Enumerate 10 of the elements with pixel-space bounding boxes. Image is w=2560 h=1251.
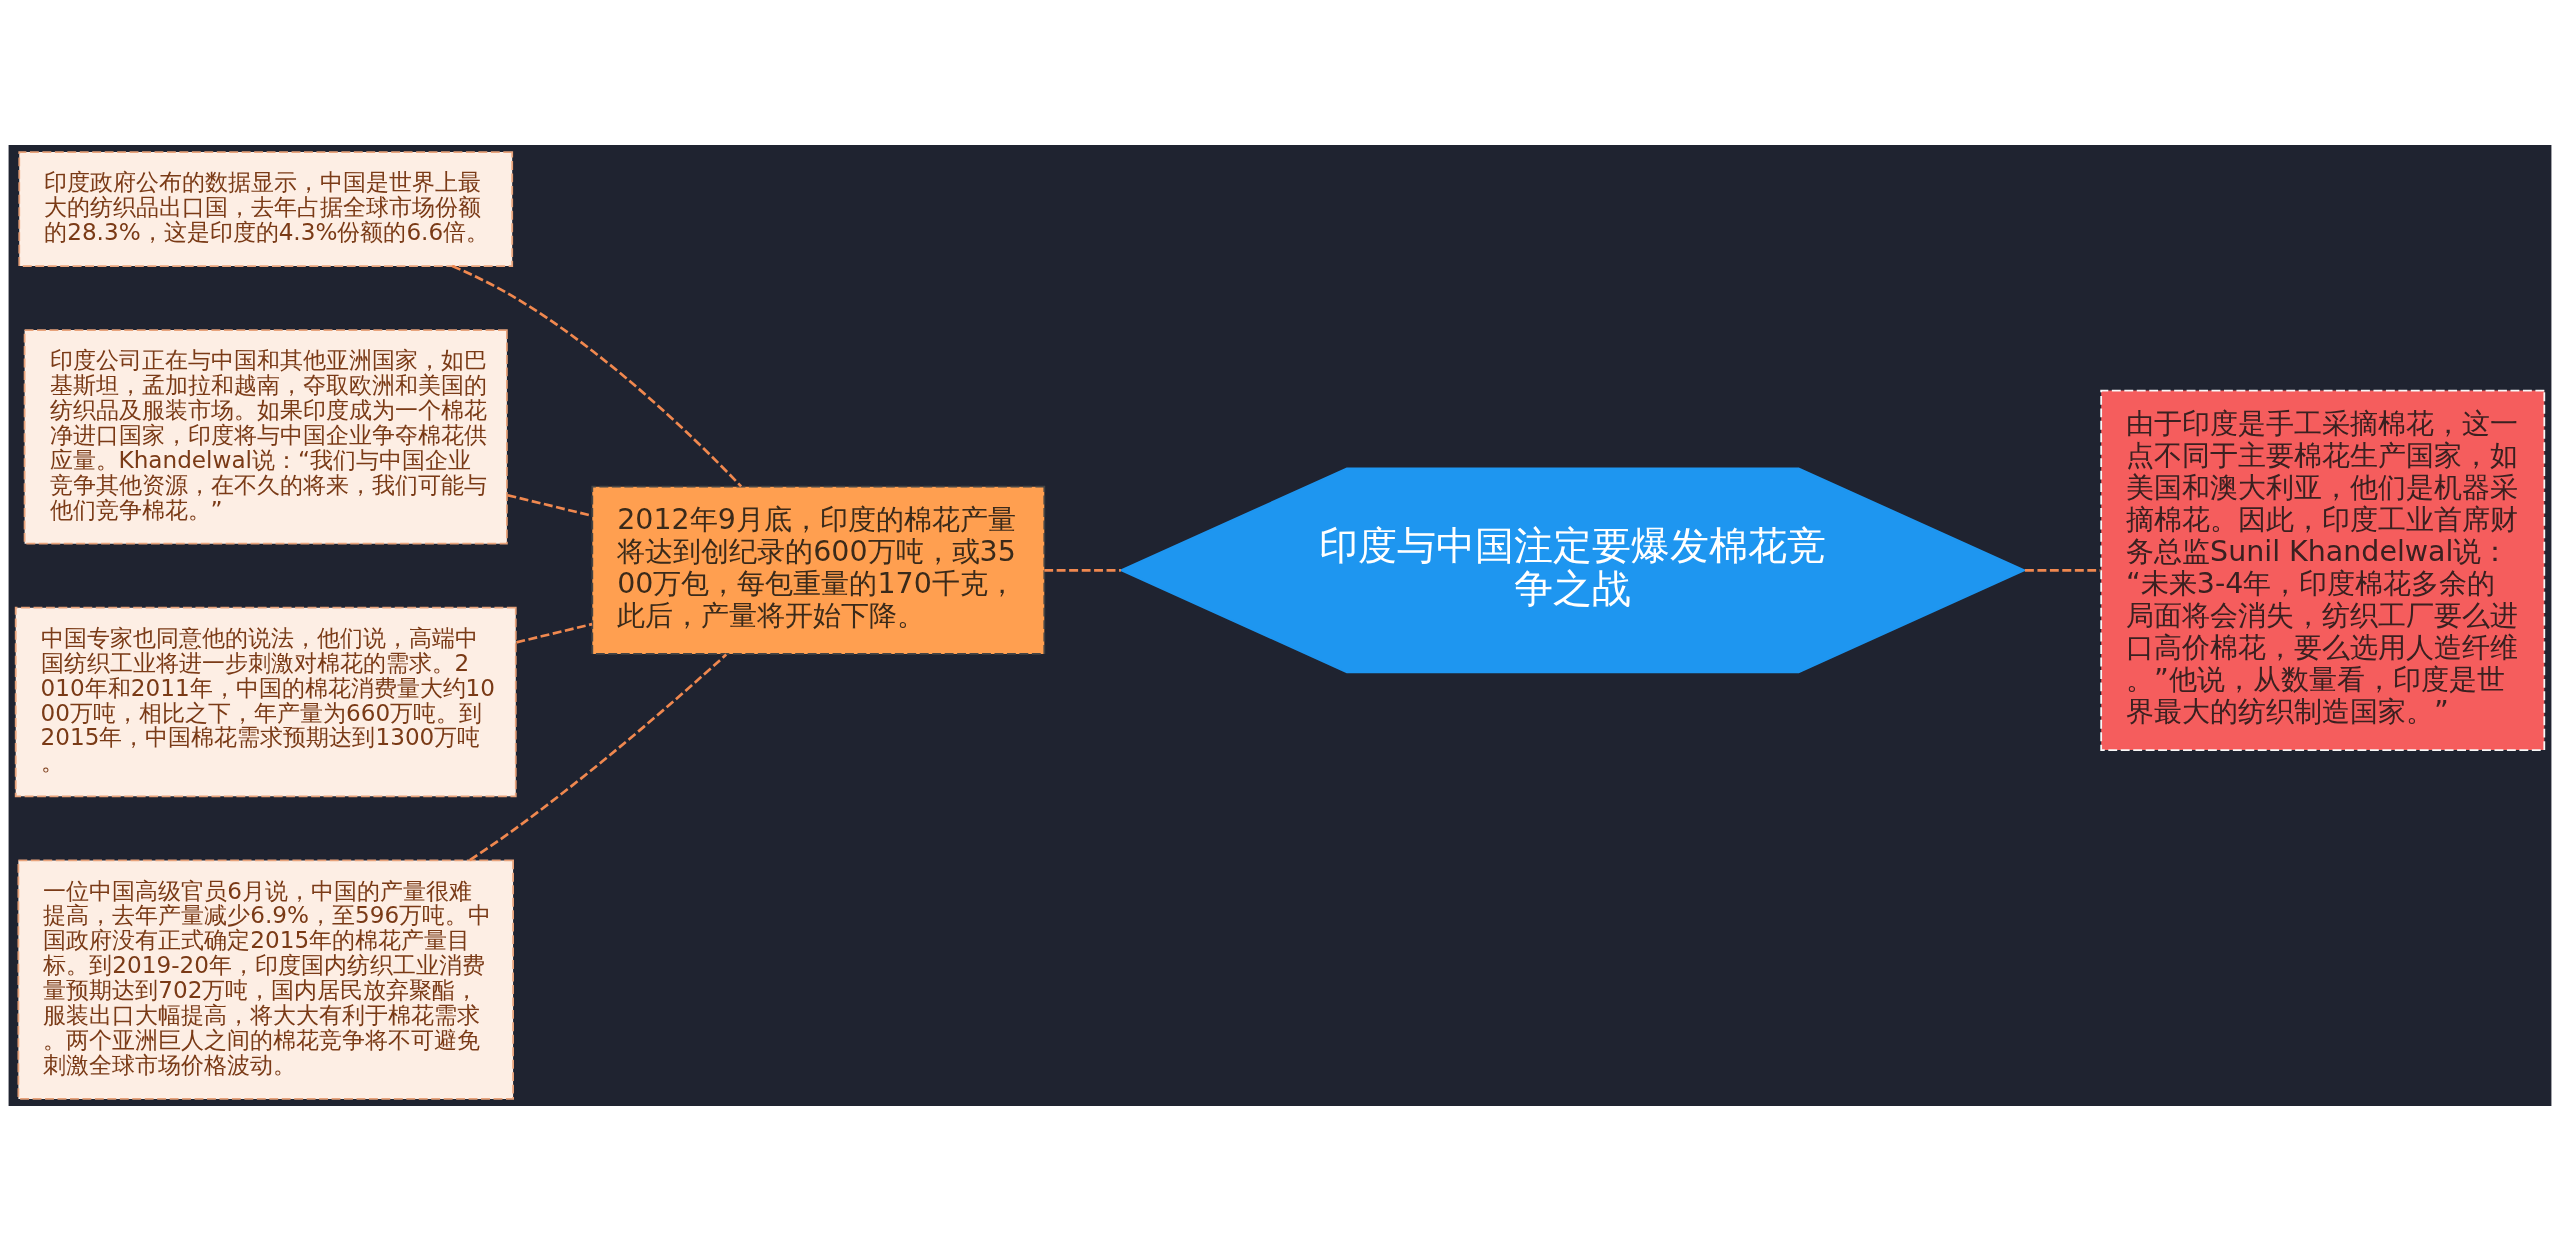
- node-box: 由于印度是手工采摘棉花，这一点不同于主要棉花生产国家，如美国和澳大利亚，他们是机器采摘棉花。因此，印度工业首席财务总监Sunil Khandelwal说：“未来3-4年，印度棉花多余的局面将会消失，纺织工厂要么进口高价棉花，要么选用人造纤维。”他说，从数量看，印度是世界最大的纺织制造国家。”: [2100, 389, 2546, 751]
- connector: [516, 622, 593, 644]
- connector: [451, 264, 743, 488]
- node-box: 中国专家也同意他的说法，他们说，高端中国纺织工业将进一步刺激对棉花的需求。2010年和2011年，中国的棉花消费量大约1000万吨，相比之下，年产量为660万吨。到2015年，中国棉花需求预期达到1300万吨。: [14, 606, 517, 798]
- node-box: 印度政府公布的数据显示，中国是世界上最大的纺织品出口国，去年占据全球市场份额的28.3%，这是印度的4.3%份额的6.6倍。: [18, 151, 514, 267]
- connector: [1044, 569, 1121, 572]
- node-box: 2012年9月底，印度的棉花产量将达到创纪录的600万吨，或3500万包，每包重量的170千克，此后，产量将开始下降。: [591, 485, 1046, 655]
- node-box: 一位中国高级官员6月说，中国的产量很难提高，去年产量减少6.9%，至596万吨。中国政府没有正式确定2015年的棉花产量目标。到2019-20年，印度国内纺织工业消费量预期达到702万吨，国内居民放弃聚酯，服装出口大幅提高，将大大有利于棉花需求。两个亚洲巨人之间的棉花竞争将不可避免刺激全球市场价格波动。: [17, 859, 514, 1100]
- connector: [469, 653, 728, 862]
- node-box: 印度公司正在与中国和其他亚洲国家，如巴基斯坦，孟加拉和越南，夺取欧洲和美国的纺织品及服装市场。如果印度成为一个棉花净进口国家，印度将与中国企业争夺棉花供应量。Khandelwal说：“我们与中国企业竞争其他资源，在不久的将来，我们可能与他们竞争棉花。”: [23, 329, 508, 545]
